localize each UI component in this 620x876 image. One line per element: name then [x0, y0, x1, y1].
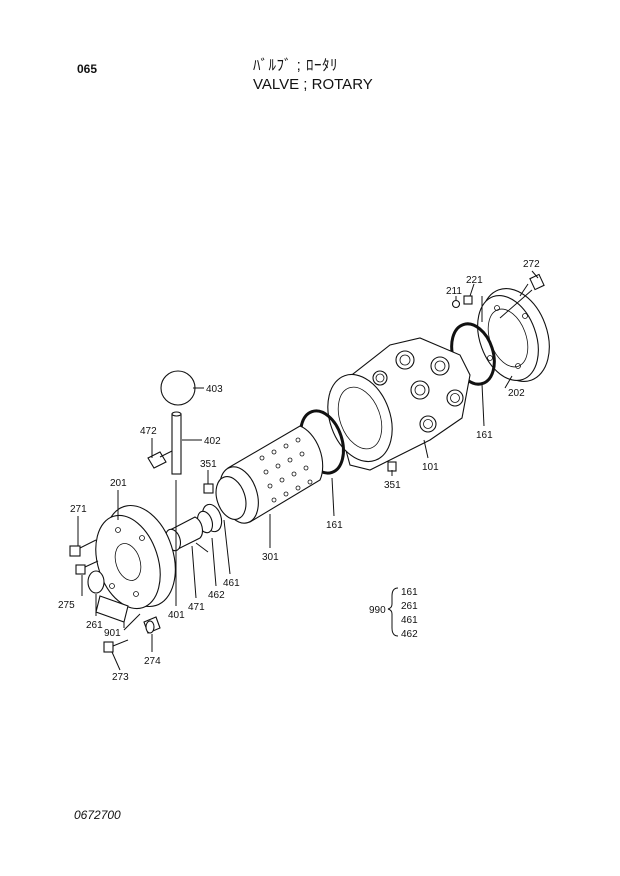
- callout-211: 211: [446, 286, 462, 297]
- body-101: [327, 337, 471, 471]
- knob-403: [160, 370, 196, 406]
- flange-201: [95, 504, 176, 610]
- callout-221: 221: [466, 275, 483, 286]
- ball-211: [451, 299, 461, 309]
- cover-202: [477, 288, 550, 382]
- kit-part-261: 261: [401, 601, 418, 612]
- plug-351-right: [387, 461, 397, 472]
- bolt-273: [103, 639, 129, 653]
- callout-403: 403: [206, 384, 223, 395]
- callout-274: 274: [144, 656, 161, 667]
- callout-275: 275: [58, 600, 75, 611]
- plug-221: [463, 295, 473, 305]
- callout-161-right: 161: [476, 430, 493, 441]
- callout-462: 462: [208, 590, 225, 601]
- callout-272: 272: [523, 259, 540, 270]
- callout-461: 461: [223, 578, 240, 589]
- kit-number-990: 990: [369, 605, 386, 616]
- bolt-275: [75, 560, 99, 575]
- seal-261: [87, 570, 105, 594]
- callout-351-right: 351: [384, 480, 401, 491]
- rotor-301: [215, 425, 324, 524]
- title-english: VALVE ; ROTARY: [253, 76, 373, 93]
- callout-273: 273: [112, 672, 129, 683]
- page-number: 065: [77, 62, 98, 76]
- kit-part-462: 462: [401, 629, 418, 640]
- callout-301: 301: [262, 552, 279, 563]
- shaft-401: [164, 516, 204, 552]
- callout-261: 261: [86, 620, 103, 631]
- callout-351-left: 351: [200, 459, 217, 470]
- callout-labels: 272 221 211 202 161 101 351 161 301 351 …: [58, 259, 540, 683]
- bolt-271: [69, 539, 97, 557]
- callout-202: 202: [508, 388, 525, 399]
- title-japanese: ﾊﾞﾙﾌﾞ ; ﾛｰﾀﾘ: [253, 57, 339, 74]
- kit-part-461: 461: [401, 615, 418, 626]
- callout-271: 271: [70, 504, 87, 515]
- leader-lines: [77, 270, 539, 671]
- callout-402: 402: [204, 436, 221, 447]
- callout-472: 472: [140, 426, 157, 437]
- callout-201: 201: [110, 478, 127, 489]
- plug-351-left: [203, 483, 214, 494]
- kit-part-161: 161: [401, 587, 418, 598]
- callout-161-left: 161: [326, 520, 343, 531]
- footer-code: 0672700: [74, 808, 121, 822]
- callout-101: 101: [422, 462, 439, 473]
- pin-471: [195, 542, 209, 553]
- callout-471: 471: [188, 602, 205, 613]
- sleeve-274: [143, 616, 161, 634]
- callout-901: 901: [104, 628, 121, 639]
- bolt-272: [499, 273, 545, 319]
- callout-401: 401: [168, 610, 185, 621]
- lever-402: [171, 411, 182, 475]
